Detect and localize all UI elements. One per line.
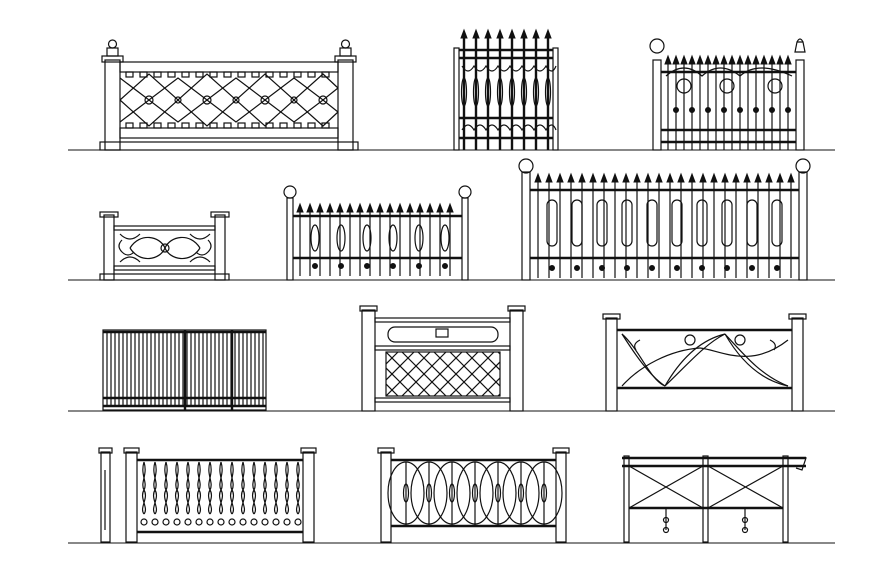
spear-fence-with-ball-posts bbox=[283, 185, 472, 281]
diamond-lattice-panel bbox=[359, 305, 526, 412]
vertical-bar-railing bbox=[102, 329, 267, 411]
cross-brace-railing bbox=[622, 455, 807, 543]
fence-with-lamp-posts bbox=[649, 38, 806, 151]
crescent-arc-railing bbox=[602, 313, 807, 412]
balustrade-diamond-lattice bbox=[99, 39, 359, 151]
baluster-railing bbox=[98, 447, 317, 543]
ellipse-ring-railing bbox=[377, 447, 570, 543]
spear-top-gate bbox=[453, 28, 559, 151]
long-spear-fence-with-ball-posts bbox=[518, 158, 811, 281]
small-scroll-balustrade bbox=[99, 211, 230, 281]
